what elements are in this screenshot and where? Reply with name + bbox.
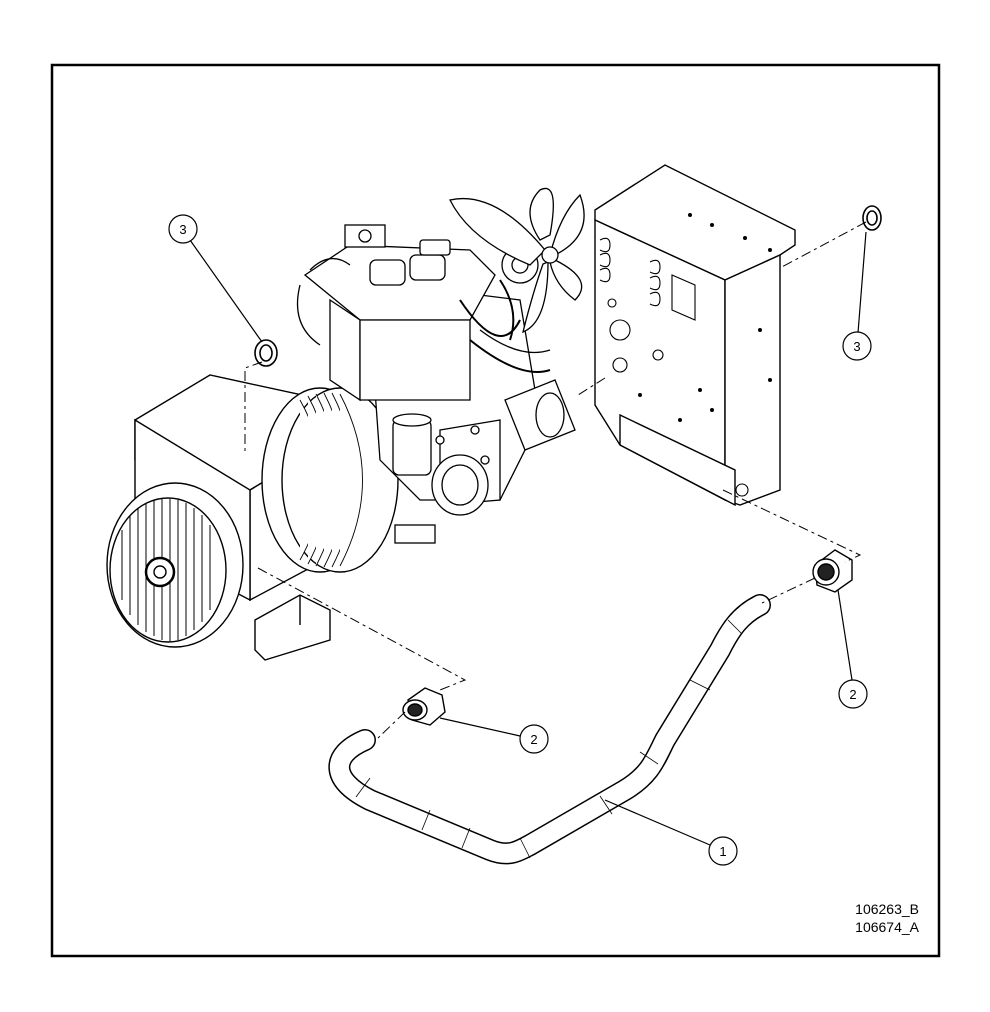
callout-2-left: 2	[519, 724, 549, 754]
drawing-ref-1: 106263_B	[855, 901, 919, 917]
control-box	[594, 164, 796, 507]
generator-assembly	[106, 374, 399, 661]
callout-1: 1	[708, 836, 738, 866]
callout-3-right-label: 3	[853, 339, 860, 354]
callout-leaders	[189, 231, 867, 846]
callout-2-left-label: 2	[530, 732, 537, 747]
assembly-center-lines	[244, 221, 867, 739]
hose-fitting-left	[402, 687, 446, 726]
callout-1-label: 1	[719, 844, 726, 859]
drawing-ref-2: 106674_A	[855, 919, 919, 935]
drawing-reference: 106263_B 106674_A	[855, 900, 919, 936]
engine-assembly	[296, 187, 585, 544]
hose-fitting-right	[812, 549, 853, 593]
seal-ring-right	[862, 205, 882, 231]
hose	[328, 594, 771, 865]
callout-2-right-label: 2	[849, 687, 856, 702]
callout-3-left: 3	[168, 214, 198, 244]
callout-3-right: 3	[842, 331, 872, 361]
callout-3-left-label: 3	[179, 222, 186, 237]
seal-ring-left	[254, 339, 278, 367]
callout-2-right: 2	[838, 679, 868, 709]
